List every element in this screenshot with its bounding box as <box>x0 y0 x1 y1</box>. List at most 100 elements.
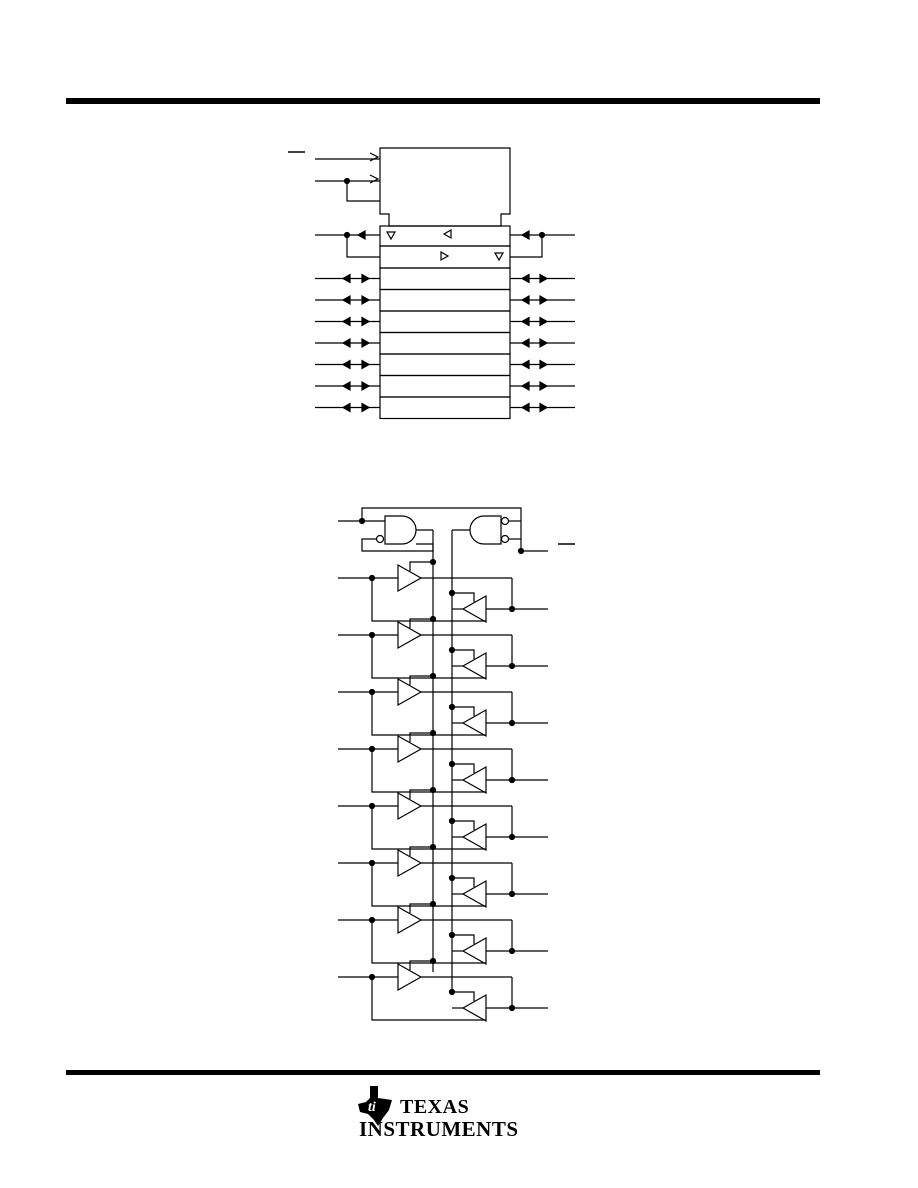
buffer-enable-wire <box>409 960 433 970</box>
arrow-icon <box>539 380 549 392</box>
reverse-return-wire <box>371 578 486 622</box>
arrow-icon <box>520 402 530 413</box>
buffer-enable-wire <box>452 763 475 773</box>
junction-dot <box>448 760 456 768</box>
arrow-icon <box>361 316 371 327</box>
feedback-line <box>346 181 380 202</box>
buffer-enable-wire <box>452 877 475 887</box>
logic-symbol <box>288 147 575 420</box>
junction-dot <box>517 547 525 555</box>
junction-dot <box>429 729 437 737</box>
symbol-row-1 <box>379 225 511 247</box>
buffer-enable-wire <box>409 675 433 685</box>
junction-dot <box>448 589 456 597</box>
symbol-channel-row <box>379 267 511 291</box>
inverter-bubble <box>500 516 510 526</box>
arrow-icon <box>520 337 530 349</box>
arrow-icon <box>520 316 530 327</box>
buffer-enable-wire <box>409 789 433 799</box>
junction-dot <box>508 605 516 613</box>
buffer-enable-wire <box>452 934 475 944</box>
junction-dot <box>429 672 437 680</box>
buffer-channel <box>338 843 548 909</box>
reverse-return-wire <box>371 806 486 850</box>
arrow-icon <box>341 294 351 306</box>
control-block <box>379 147 511 227</box>
ti-logo: ti TEXAS INSTRUMENTS <box>356 1084 526 1144</box>
buffer-channel <box>338 729 548 795</box>
footer-rule <box>66 1070 820 1075</box>
reverse-buffer <box>461 822 487 852</box>
forward-buffer <box>397 962 423 992</box>
junction-dot <box>429 786 437 794</box>
inverter-bubble <box>500 534 510 544</box>
control-loop-wire <box>361 507 522 551</box>
buffer-channel <box>338 672 548 738</box>
arrow-icon <box>341 402 351 413</box>
junction-dot <box>508 776 516 784</box>
buffer-enable-wire <box>452 706 475 716</box>
reverse-buffer <box>461 993 487 1023</box>
forward-buffer <box>397 905 423 935</box>
arrow-icon <box>520 380 530 392</box>
junction-dot <box>448 874 456 882</box>
right-triangle-icon <box>440 250 450 262</box>
reverse-buffer <box>461 708 487 738</box>
arrow-icon <box>341 316 351 327</box>
arrow-icon <box>539 337 549 349</box>
logic-diagram <box>338 507 575 1023</box>
symbol-channel-row <box>379 396 511 420</box>
arrow-icon <box>341 359 351 370</box>
arrow-icon <box>361 380 371 392</box>
and-gate-right <box>469 515 502 545</box>
arrow-icon <box>539 359 549 370</box>
gate-cross-wire <box>361 538 434 552</box>
junction-dot <box>429 900 437 908</box>
buffer-channel <box>338 615 548 681</box>
junction-dot <box>448 931 456 939</box>
forward-buffer <box>397 677 423 707</box>
buffer-enable-wire <box>409 732 433 742</box>
down-triangle-icon <box>493 252 505 262</box>
buffer-enable-wire <box>409 561 433 571</box>
buffer-channel <box>338 786 548 852</box>
symbol-row-2 <box>379 245 511 269</box>
buffer-channel <box>338 558 548 624</box>
branch-line-left <box>346 235 380 258</box>
junction-dot <box>448 988 456 996</box>
svg-text:ti: ti <box>368 1100 376 1115</box>
arrow-icon <box>520 359 530 370</box>
input-qualifier-2 <box>369 174 380 184</box>
inverter-bubble <box>375 534 385 544</box>
junction-dot <box>508 833 516 841</box>
junction-dot <box>358 517 366 525</box>
symbol-channel-row <box>379 353 511 377</box>
arrow-icon <box>539 294 549 306</box>
arrow-icon <box>520 229 530 241</box>
arrow-icon <box>539 273 549 284</box>
and-gate-left <box>384 515 417 545</box>
forward-buffer <box>397 734 423 764</box>
junction-dot <box>448 817 456 825</box>
junction-dot <box>508 947 516 955</box>
arrow-icon <box>361 359 371 370</box>
reverse-buffer <box>461 651 487 681</box>
buffer-enable-wire <box>452 820 475 830</box>
junction-dot <box>429 957 437 965</box>
symbol-channel-row <box>379 310 511 334</box>
logo-text-instruments: INSTRUMENTS <box>359 1117 519 1141</box>
reverse-return-wire <box>371 977 486 1021</box>
arrow-icon <box>361 402 371 413</box>
buffer-enable-wire <box>409 846 433 856</box>
arrow-icon <box>361 294 371 306</box>
symbol-channel-row <box>379 374 511 398</box>
texas-state-ti-icon: ti <box>358 1086 392 1126</box>
arrow-icon <box>341 380 351 392</box>
reverse-return-wire <box>371 863 486 907</box>
junction-dot <box>429 615 437 623</box>
forward-buffer <box>397 791 423 821</box>
buffer-channel <box>338 900 548 966</box>
reverse-buffer <box>461 594 487 624</box>
forward-buffer <box>397 563 423 593</box>
